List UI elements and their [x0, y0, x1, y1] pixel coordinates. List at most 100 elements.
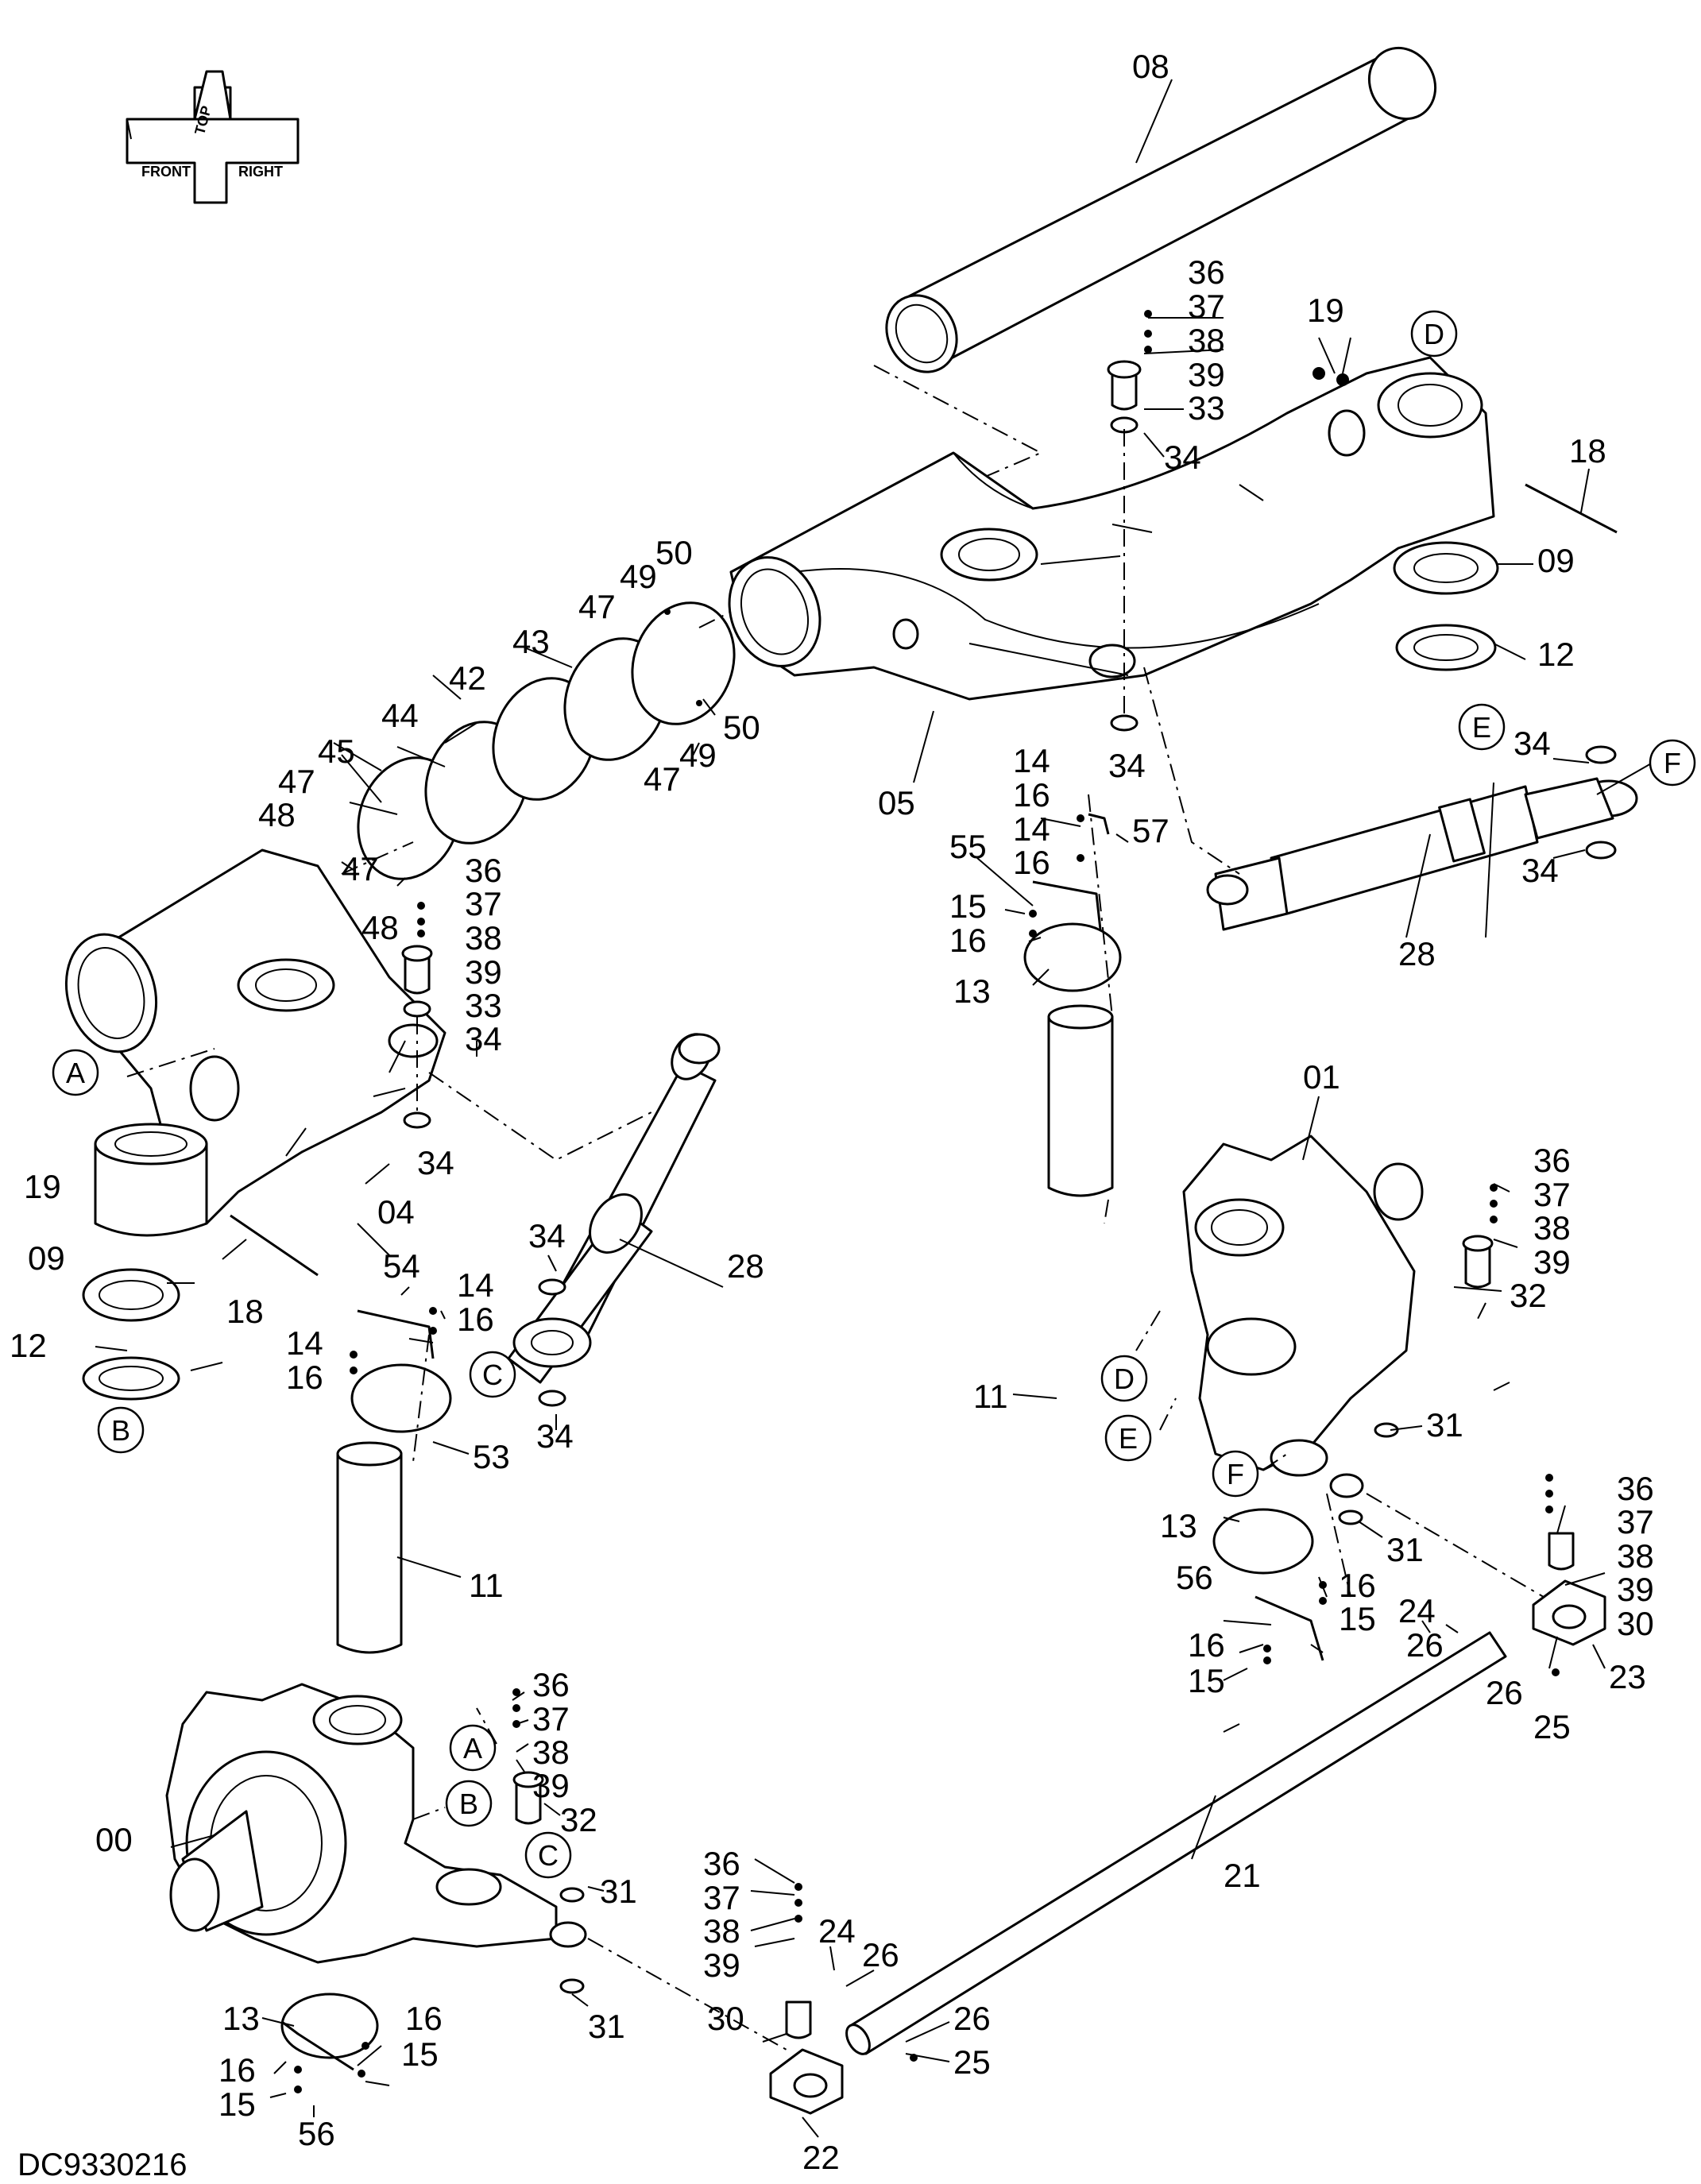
callout-30: 30 [1617, 1605, 1654, 1642]
callout-22: 22 [802, 2139, 840, 2176]
callout-15: 15 [949, 887, 987, 925]
callout-21: 21 [1224, 1857, 1261, 1894]
callout-49: 49 [620, 558, 657, 595]
part-11-pins [336, 1004, 1114, 1654]
callout-13: 13 [953, 972, 991, 1010]
callout-48: 48 [361, 909, 399, 946]
callout-44: 44 [381, 697, 419, 734]
callout-34: 34 [536, 1417, 574, 1455]
callout-11: 11 [973, 1378, 1008, 1415]
callout-15: 15 [218, 2085, 256, 2123]
callout-24: 24 [1398, 1592, 1436, 1629]
part-08-pin-tube [873, 46, 1437, 477]
callout-26: 26 [1486, 1674, 1523, 1711]
callout-26: 26 [1406, 1626, 1444, 1664]
callout-18: 18 [226, 1293, 264, 1330]
callout-16: 16 [457, 1301, 494, 1338]
callout-32: 32 [1510, 1277, 1547, 1314]
ref-letter-e: E [1119, 1422, 1138, 1455]
callout-43: 43 [512, 623, 550, 660]
callout-14: 14 [1013, 810, 1050, 848]
callout-23: 23 [1609, 1658, 1646, 1695]
callout-47: 47 [644, 760, 681, 798]
callout-13: 13 [1160, 1507, 1197, 1544]
ref-letter-d: D [1114, 1363, 1135, 1395]
callout-09: 09 [1537, 542, 1575, 579]
callout-19: 19 [24, 1168, 61, 1205]
callout-19: 19 [1307, 292, 1344, 329]
callout-28: 28 [1398, 935, 1436, 972]
callout-15: 15 [1188, 1662, 1225, 1699]
callout-28: 28 [727, 1247, 764, 1285]
callout-08: 08 [1132, 48, 1169, 85]
callout-39: 39 [532, 1767, 570, 1804]
callout-37: 37 [1533, 1176, 1571, 1213]
callout-39: 39 [1188, 356, 1225, 393]
callout-01: 01 [1303, 1058, 1340, 1096]
reference-letters: D E F A C B D E F A B C [52, 310, 1696, 1879]
callout-34: 34 [417, 1144, 454, 1181]
callout-39: 39 [1533, 1243, 1571, 1281]
callout-34: 34 [1521, 852, 1559, 889]
ref-letter-f: F [1227, 1458, 1244, 1490]
part-00-knuckle [165, 1683, 587, 1964]
callout-12: 12 [1537, 636, 1575, 673]
part-01-knuckle [1182, 1135, 1424, 1498]
callout-15: 15 [1339, 1600, 1376, 1637]
ref-letter-c: C [482, 1359, 503, 1391]
callout-16: 16 [1339, 1567, 1376, 1604]
ref-letter-e: E [1472, 711, 1491, 744]
callout-26: 26 [953, 2000, 991, 2037]
callout-31: 31 [1426, 1406, 1463, 1444]
callout-30: 30 [707, 2000, 744, 2037]
callout-34: 34 [1108, 747, 1146, 784]
shim-plates [341, 601, 736, 880]
callout-38: 38 [1533, 1209, 1571, 1247]
part-23-rod-end [1532, 1532, 1606, 1646]
callout-34: 34 [1514, 725, 1551, 762]
callout-47: 47 [342, 850, 379, 887]
callout-37: 37 [1617, 1503, 1654, 1540]
callout-12: 12 [10, 1327, 47, 1364]
callout-11: 11 [469, 1567, 504, 1604]
part-28-cylinder-right [1143, 667, 1638, 931]
callout-47: 47 [278, 763, 315, 800]
callout-36: 36 [703, 1845, 740, 1882]
callout-36: 36 [465, 852, 502, 889]
callout-34: 34 [528, 1217, 566, 1254]
callout-37: 37 [1188, 288, 1225, 325]
callout-16: 16 [1013, 844, 1050, 881]
callout-48: 48 [258, 796, 296, 833]
part-21-tie-rod [587, 1493, 1558, 2055]
callout-39: 39 [465, 953, 502, 991]
callout-33: 33 [465, 987, 502, 1024]
callout-15: 15 [401, 2035, 439, 2073]
callout-16: 16 [405, 2000, 443, 2037]
part-04-upper-arm [64, 848, 447, 1237]
ref-letter-f: F [1664, 747, 1681, 779]
callout-14: 14 [286, 1324, 323, 1362]
callout-38: 38 [703, 1912, 740, 1950]
brackets [281, 813, 1324, 2071]
callout-36: 36 [1188, 253, 1225, 291]
callout-16: 16 [1188, 1626, 1225, 1664]
callout-37: 37 [465, 885, 502, 922]
callout-31: 31 [1386, 1531, 1424, 1568]
leader-lines [95, 317, 1653, 2138]
callout-47: 47 [578, 588, 616, 625]
orientation-compass-icon: FRONT TOP RIGHT [126, 70, 300, 204]
callout-36: 36 [532, 1666, 570, 1703]
callout-55: 55 [949, 828, 987, 865]
callout-37: 37 [703, 1879, 740, 1916]
callout-16: 16 [1013, 776, 1050, 814]
callout-34: 34 [465, 1020, 502, 1057]
callout-31: 31 [588, 2008, 625, 2045]
callout-50: 50 [723, 709, 760, 746]
callout-31: 31 [600, 1873, 637, 1910]
callout-05: 05 [878, 784, 915, 821]
callout-36: 36 [1617, 1470, 1654, 1507]
callout-56: 56 [298, 2115, 335, 2152]
callout-45: 45 [318, 733, 355, 770]
callout-56: 56 [1176, 1559, 1213, 1596]
ref-letter-a: A [66, 1057, 85, 1089]
